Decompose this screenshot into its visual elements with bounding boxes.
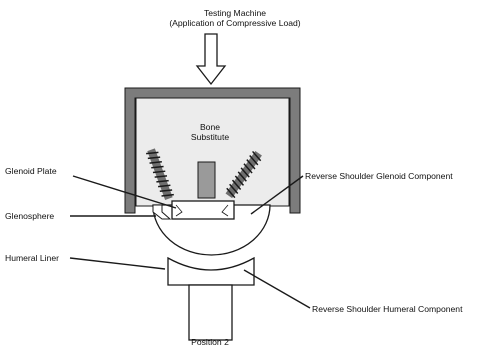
label-humeral-component: Reverse Shoulder Humeral Component [312,304,463,314]
bone-substitute-label: Bone Substitute [180,122,240,142]
right-screw-icon [225,150,262,199]
label-glenoid-plate: Glenoid Plate [5,166,57,176]
left-screw-icon [146,148,174,200]
load-arrow-icon [195,33,227,86]
humeral-liner [167,256,255,286]
machine-title: Testing Machine (Application of Compress… [150,8,320,28]
position-caption: Position 2 [191,337,229,347]
leader-glenoid-component [250,175,304,215]
machine-title-line1: Testing Machine [203,8,267,18]
bone-label-line1: Bone [199,122,221,132]
label-glenosphere: Glenosphere [5,211,55,221]
machine-title-line2: (Application of Compressive Load) [169,18,301,28]
label-humeral-liner: Humeral Liner [5,253,59,263]
leader-humeral-liner [69,257,166,270]
glenoid-plate [171,200,235,220]
leader-glenoid-plate [72,175,177,209]
testing-fixture [124,87,301,214]
label-glenoid-component: Reverse Shoulder Glenoid Component [305,171,453,181]
leader-humeral-component [243,269,311,309]
central-post [197,161,216,199]
humeral-stem [188,284,233,341]
bone-label-line2: Substitute [190,132,230,142]
glenoid-plate-detail [175,204,229,217]
glenoid-flange-left [152,204,172,220]
